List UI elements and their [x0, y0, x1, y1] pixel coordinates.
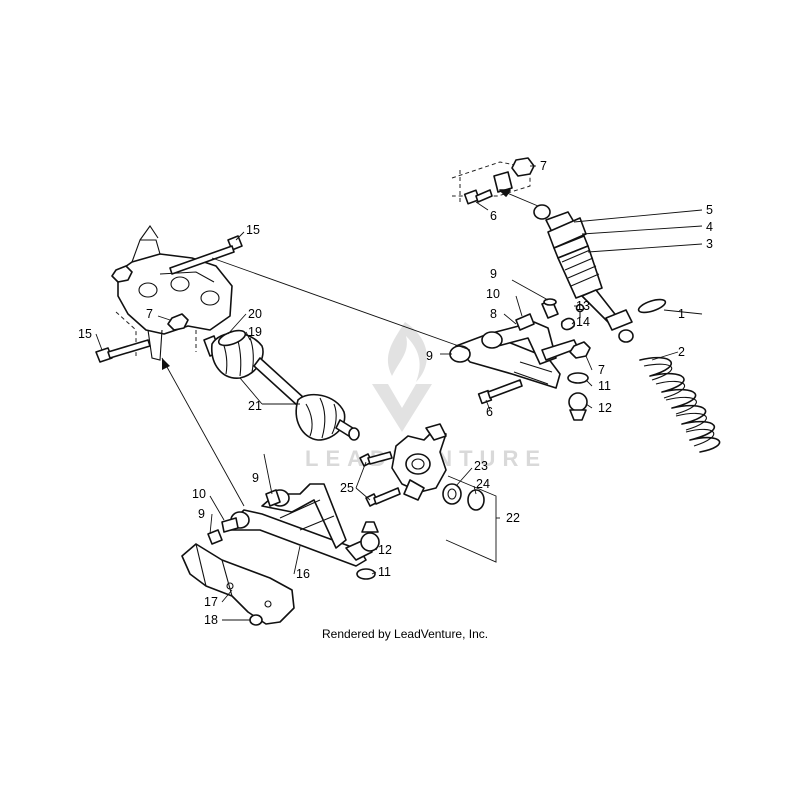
callout-11: 11 [378, 565, 391, 579]
callout-19: 19 [248, 325, 262, 339]
callout-11: 11 [598, 379, 611, 393]
callout-9: 9 [198, 507, 205, 521]
callout-7: 7 [540, 159, 547, 173]
callout-23: 23 [474, 459, 488, 473]
callout-1: 1 [678, 307, 685, 321]
lock-nut-top-left [111, 265, 133, 283]
snap-ring-24 [467, 489, 485, 511]
callout-7: 7 [146, 307, 153, 321]
callout-18: 18 [204, 613, 218, 627]
callout-17: 17 [204, 595, 218, 609]
skid-plate-17 [181, 543, 295, 625]
cap-screw-15-bottom [95, 339, 151, 363]
callout-20: 20 [248, 307, 262, 321]
callout-25: 25 [340, 481, 354, 495]
ring-11-lower [356, 568, 376, 580]
reference-line-upper [211, 257, 471, 351]
cap-screw-15-top [169, 235, 243, 275]
ball-joint-12-upper [568, 392, 588, 421]
sleeve-10-upper [515, 313, 535, 331]
bushing-9-upper [541, 298, 559, 319]
clip-14 [560, 317, 576, 331]
ring-11-upper [567, 372, 589, 384]
callout-14: 14 [576, 315, 590, 329]
callout-labels: 7 6 5 4 3 1 2 9 10 8 9 13 14 7 11 12 6 1… [78, 159, 713, 627]
callout-22: 22 [506, 511, 520, 525]
cap-screw-6-lower [477, 379, 523, 405]
leader-lines [95, 165, 703, 621]
bolt-25-lower [365, 487, 401, 507]
callout-6: 6 [490, 209, 497, 223]
lock-nut-7-top [511, 157, 535, 177]
callout-8: 8 [490, 307, 497, 321]
render-credit: Rendered by LeadVenture, Inc. [322, 627, 488, 641]
callout-4: 4 [706, 220, 713, 234]
cap-screw-6-top [463, 189, 493, 205]
callout-10: 10 [192, 487, 206, 501]
bushing-9-lower-b [207, 529, 223, 545]
bolt-25-upper [359, 451, 393, 467]
snap-ring-1 [637, 298, 667, 314]
drive-axle-21 [203, 329, 360, 441]
left-frame-bracket [115, 225, 233, 361]
callout-13: 13 [576, 299, 590, 313]
callout-21: 21 [248, 399, 262, 413]
callout-10: 10 [486, 287, 500, 301]
bushing-9-lower-a [265, 489, 281, 507]
callout-9: 9 [426, 349, 433, 363]
sleeve-10-lower [221, 517, 239, 533]
steering-knuckle [391, 423, 447, 501]
callout-9: 9 [252, 471, 259, 485]
arrow-to-shock [499, 189, 539, 207]
callout-2: 2 [678, 345, 685, 359]
upper-a-arm [449, 321, 579, 389]
ball-joint-12-lower [360, 521, 380, 552]
lower-a-arm [223, 483, 373, 567]
bolt-18 [249, 614, 263, 626]
callout-12: 12 [598, 401, 612, 415]
callout-6: 6 [486, 405, 493, 419]
bearing-23 [442, 483, 462, 505]
callout-5: 5 [706, 203, 713, 217]
callout-15: 15 [246, 223, 260, 237]
callout-3: 3 [706, 237, 713, 251]
callout-24: 24 [476, 477, 490, 491]
callout-15: 15 [78, 327, 92, 341]
callout-9: 9 [490, 267, 497, 281]
callout-12: 12 [378, 543, 392, 557]
coil-spring-2 [639, 356, 721, 453]
callout-7: 7 [598, 363, 605, 377]
callout-16: 16 [296, 567, 310, 581]
bracket-22 [445, 475, 497, 563]
lock-nut-7-left [167, 313, 189, 331]
grease-fitting-13 [575, 303, 585, 318]
shock-absorber [533, 204, 634, 343]
reference-line-lower [161, 357, 245, 507]
